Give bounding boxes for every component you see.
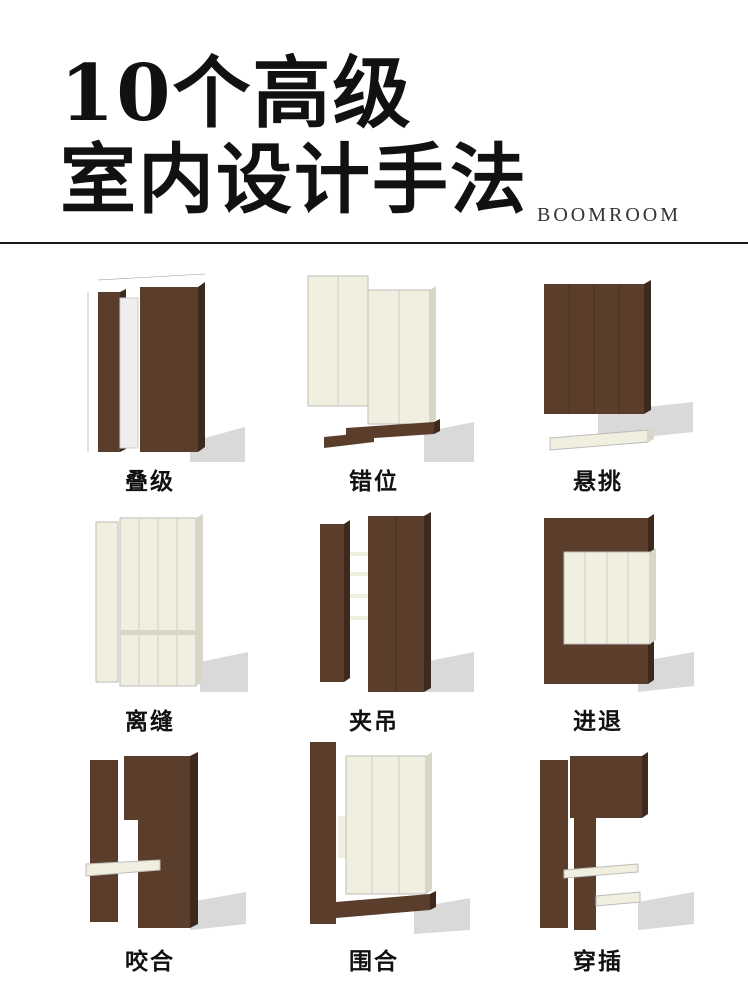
technique-card-weihe: 围合 [264,742,484,982]
weihe-illustration [310,742,470,934]
chuancha-illustration [540,752,694,930]
title-divider [0,242,748,244]
lifeng-illustration [95,514,248,692]
title-line-2: 室内设计手法 [60,135,528,224]
technique-label: 穿插 [573,948,623,975]
technique-card-lifeng: 离缝 [40,502,260,742]
diecji-illustration [87,273,245,462]
technique-card-jiadiao: 夹吊 [264,502,484,742]
technique-card-jintui: 进退 [488,502,708,742]
technique-card-yaohe: 咬合 [40,742,260,982]
cuowei-illustration [307,275,474,462]
jintui-illustration [544,514,694,692]
technique-card-cuowei: 错位 [264,262,484,502]
technique-label: 悬挑 [573,468,623,495]
technique-label: 叠级 [125,468,175,495]
technique-card-chuancha: 穿插 [488,742,708,982]
technique-label: 进退 [573,708,623,735]
technique-label: 围合 [349,948,399,975]
jiadiao-illustration [320,512,474,692]
technique-label: 夹吊 [349,708,399,735]
technique-label: 离缝 [125,708,175,735]
technique-card-xuantiao: 悬挑 [488,262,708,502]
brand-logo-text: BOOMROOM [537,204,682,226]
technique-label: 错位 [349,468,399,495]
technique-label: 咬合 [125,948,175,975]
title-line-1: 10个高级 [60,48,413,139]
xuantiao-illustration [544,280,693,451]
technique-card-diecji: 叠级 [40,262,260,502]
yaohe-illustration [85,752,246,930]
